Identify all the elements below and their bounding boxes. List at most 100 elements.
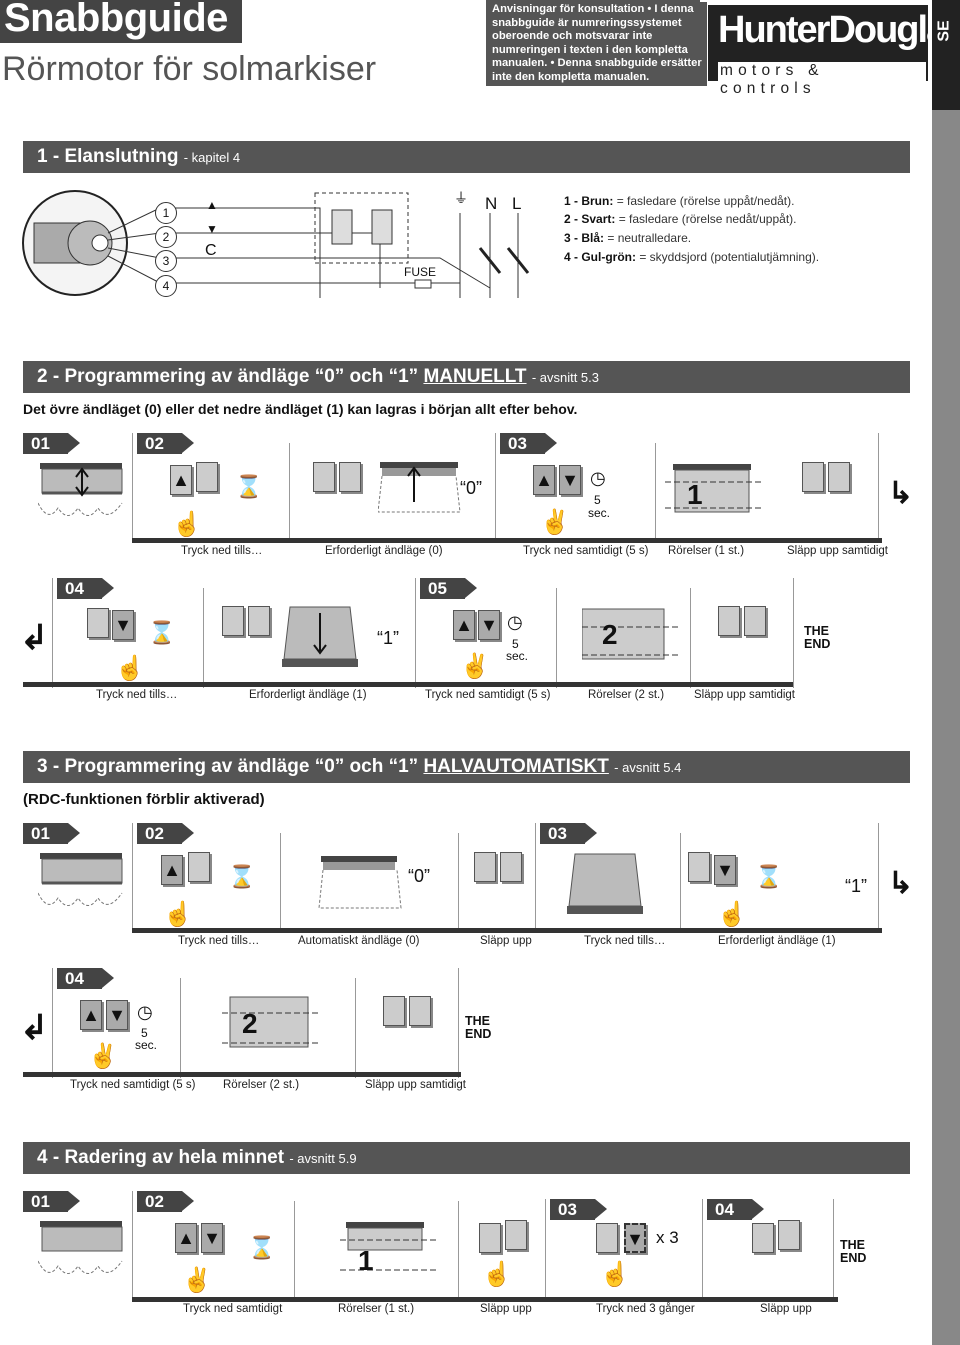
clock-icon: ◷ [137,1002,153,1022]
down-button[interactable]: ▼ [478,610,500,640]
clock-icon: ◷ [507,612,523,632]
down-button-released[interactable] [248,606,270,636]
up-button[interactable] [688,852,710,882]
language-code: SE [935,20,953,42]
up-button-released[interactable] [718,606,740,636]
step-03: 03 [540,823,597,844]
down-button-released[interactable] [828,462,850,492]
up-button[interactable]: ▲ [175,1223,197,1253]
down-button[interactable] [188,852,210,882]
divider [495,433,496,543]
up-button[interactable] [479,1223,501,1253]
timeline [132,928,882,933]
section-4-title: 4 - Radering av hela minnet [37,1147,285,1168]
up-button-released[interactable] [313,462,335,492]
movement-count: 1 [358,1245,374,1276]
down-button[interactable] [196,462,218,492]
down-button[interactable]: ▼ [559,465,581,495]
up-button[interactable]: ▲ [453,610,475,640]
down-button[interactable]: ▼ [201,1223,223,1253]
brand-name: HunterDouglas [718,9,960,51]
down-button[interactable]: ▼ [714,855,736,885]
caption: Automatiskt ändläge (0) [298,935,420,947]
up-button-released[interactable] [383,996,405,1026]
caption: Tryck ned tills… [584,935,666,947]
awning-movement-illustration [665,464,761,513]
up-button-released[interactable] [802,462,824,492]
two-hands-icon: ✌ [460,653,490,680]
up-button-released[interactable] [474,852,496,882]
up-button[interactable]: ▲ [161,855,183,885]
up-button[interactable]: ▲ [170,465,192,495]
section-4-header: 4 - Radering av hela minnet - avsnitt 5.… [23,1142,910,1174]
awning-illustration [38,463,123,516]
timeline [132,538,882,543]
down-button-released[interactable] [744,606,766,636]
awning-movement-illustration [582,608,680,660]
wire-desc-1: 1 - Brun: = fasledare (rörelse uppåt/ned… [564,194,795,208]
wire-number-3: 3 [155,250,177,272]
divider [415,578,416,688]
movement-count: 2 [602,619,618,650]
down-button-released[interactable] [409,996,431,1026]
awning-movement-illustration [222,996,318,1048]
wire-desc-3: 3 - Blå: = neutralledare. [564,231,692,245]
caption: Tryck ned samtidigt (5 s) [425,689,551,701]
divider [878,823,879,933]
caption: Släpp upp [480,935,532,947]
down-button[interactable]: ▼ [624,1223,646,1253]
section-3-title: 3 - Programmering av ändläge “0” och “1” [37,756,419,777]
up-button[interactable]: ▲ [80,1000,102,1030]
section-3-mode: HALVAUTOMATISKT [423,756,609,777]
down-button-released[interactable] [500,852,522,882]
down-button-released[interactable] [778,1220,800,1250]
common-label: C [205,242,217,259]
step-01: 01 [23,433,80,454]
step-03: 03 [550,1199,607,1220]
down-button-released[interactable] [339,462,361,492]
section-3-note: (RDC-funktionen förblir aktiverad) [23,791,265,808]
divider [702,1199,703,1301]
up-button[interactable] [596,1223,618,1253]
section-2-note: Det övre ändläget (0) eller det nedre än… [23,401,578,417]
caption: Tryck ned tills… [96,689,178,701]
awning-illustration [38,853,123,906]
divider [535,823,536,933]
up-button-released[interactable] [222,606,244,636]
brand-tagline: motors & controls [718,62,926,98]
down-button[interactable]: ▼ [106,1000,128,1030]
hourglass-icon: ⌛ [148,620,176,645]
divider [458,968,459,1078]
divider [458,1201,459,1301]
hand-press-icon: ☝ [717,901,747,928]
caption: Tryck ned 3 gånger [596,1303,695,1315]
divider [355,978,356,1078]
fuse-label: FUSE [404,265,437,279]
divider [132,823,133,933]
wire-desc-4: 4 - Gul-grön: = skyddsjord (potentialutj… [564,250,820,264]
awning-movement-illustration [340,1222,436,1271]
divider [52,968,53,1078]
down-arrow-icon: ▼ [206,222,218,236]
divider [132,433,133,543]
hand-press-icon: ☝ [115,655,145,682]
wire-number-2: 2 [155,226,177,248]
section-2-title: 2 - Programmering av ändläge “0” och “1” [37,366,419,387]
caption: Släpp upp samtidigt [787,545,889,557]
divider [878,433,879,543]
seconds-value: 5 [594,493,601,507]
section-2-mode: MANUELLT [423,366,527,387]
up-button[interactable]: ▲ [533,465,555,495]
divider [458,833,459,933]
seconds-unit: sec. [506,649,529,663]
up-button[interactable] [87,608,109,638]
down-button[interactable]: ▼ [112,610,134,640]
endpoint-0-label: “0” [408,866,430,886]
down-button-released[interactable] [505,1220,527,1250]
side-bar-top [932,0,960,110]
up-button-released[interactable] [752,1223,774,1253]
hand-release-icon: ☝ [482,1261,512,1288]
divider [132,1191,133,1301]
divider [52,578,53,688]
